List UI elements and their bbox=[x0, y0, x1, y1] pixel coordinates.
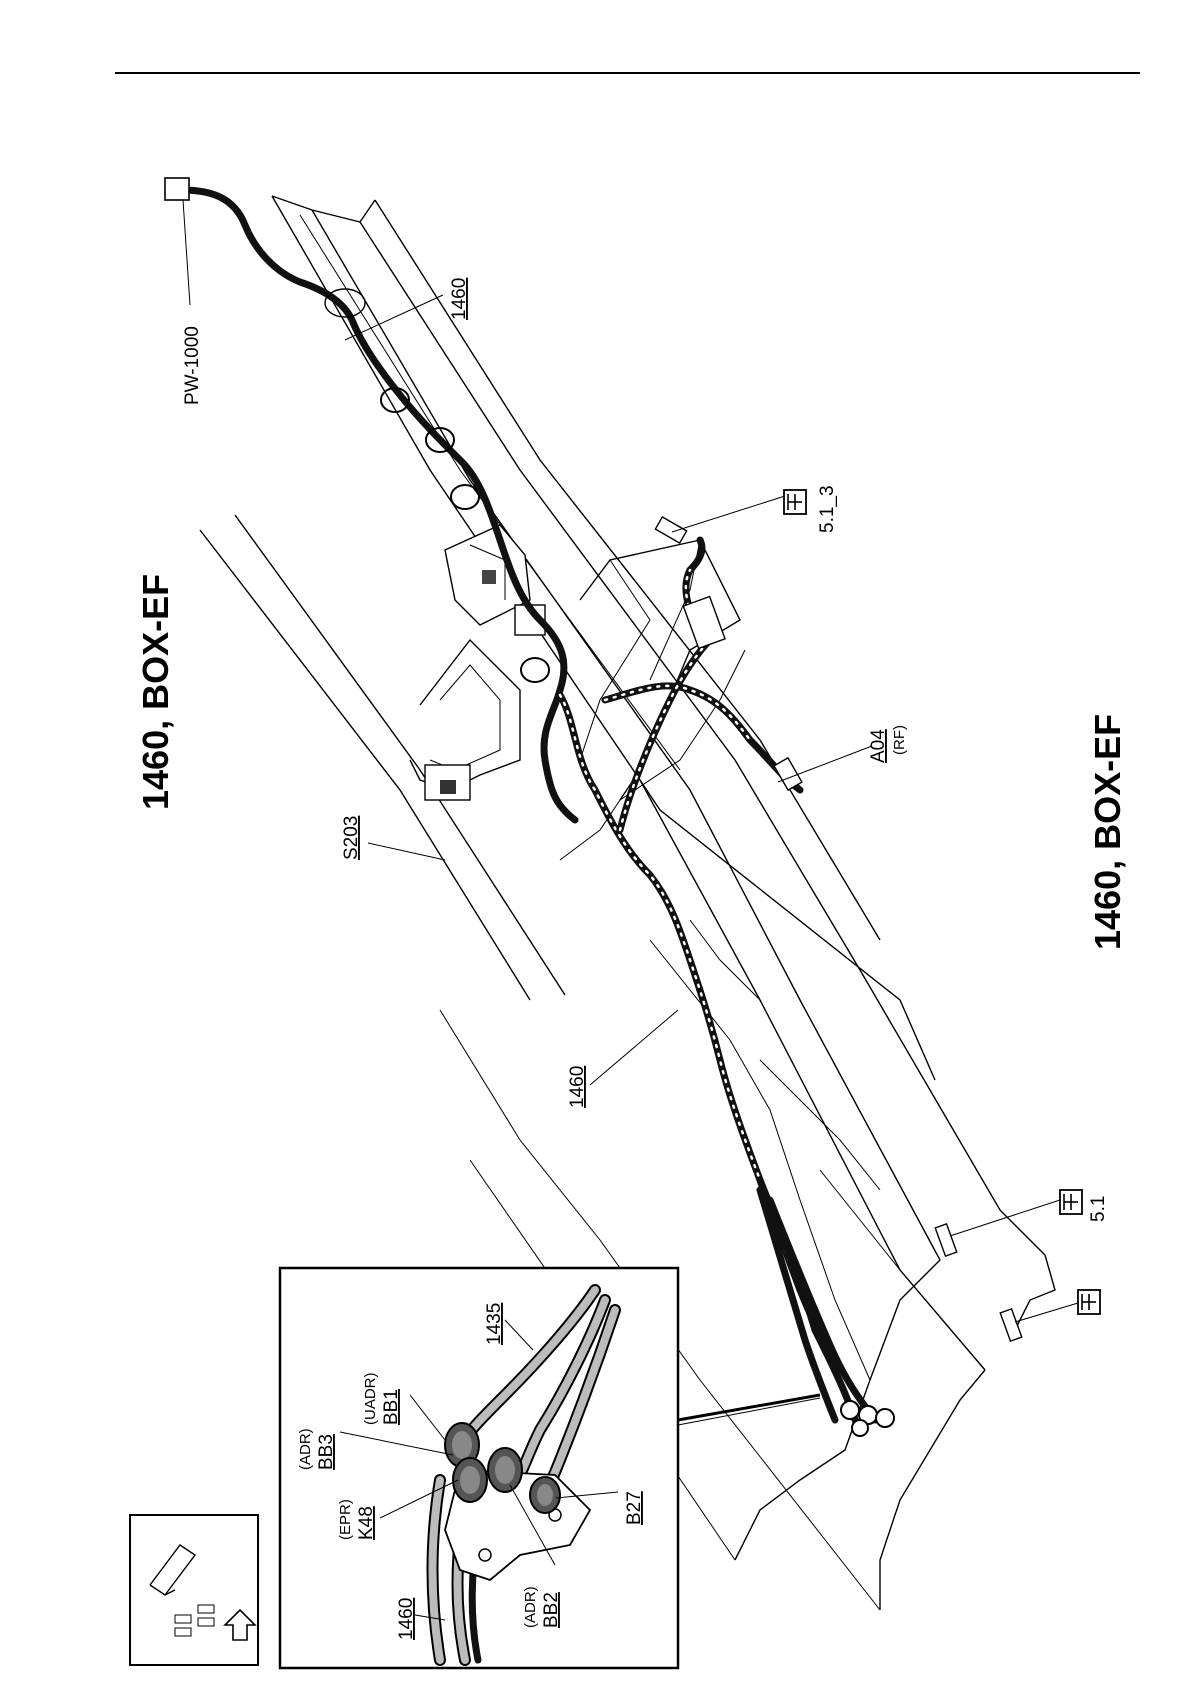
label-a04-sub: (RF) bbox=[891, 725, 908, 755]
label-bb2-sub: (ADR) bbox=[522, 1586, 539, 1628]
label-harness-mid: 1460 bbox=[567, 1066, 588, 1108]
label-harness-top: 1460 bbox=[449, 278, 470, 320]
label-1460-inset: 1460 bbox=[396, 1598, 417, 1640]
label-gnd-513: 5.1_3 bbox=[817, 485, 838, 533]
connector-cluster bbox=[841, 1401, 894, 1436]
label-gnd-51: 5.1 bbox=[1088, 1196, 1109, 1222]
label-b27: B27 bbox=[624, 1491, 645, 1525]
harness-1460-top bbox=[165, 178, 575, 820]
label-bb1-sub: (UADR) bbox=[362, 1373, 379, 1426]
pw1000-connector bbox=[165, 178, 189, 200]
ground-symbol-icon bbox=[784, 490, 806, 514]
main-labels: PW-1000 1460 1460 S203 A04 (RF) 1460, BO… bbox=[135, 200, 1128, 1108]
ground-stud-513 bbox=[655, 496, 785, 543]
label-a04: A04 bbox=[868, 729, 889, 763]
truck-orientation-icon bbox=[130, 1515, 258, 1665]
ground-symbol-icon bbox=[1060, 1190, 1082, 1214]
label-bb1: BB1 bbox=[381, 1389, 402, 1425]
s203-bracket bbox=[410, 640, 520, 800]
ground-symbol-icon bbox=[1078, 1290, 1100, 1314]
label-bb2: BB2 bbox=[541, 1592, 562, 1628]
label-bb3: BB3 bbox=[316, 1434, 337, 1470]
label-bb3-sub: (ADR) bbox=[297, 1428, 314, 1470]
ground-stud-51 bbox=[935, 1200, 1060, 1256]
label-k48-sub: (EPR) bbox=[337, 1499, 354, 1540]
title-lower: 1460, BOX-EF bbox=[1087, 714, 1128, 950]
junction-box bbox=[445, 525, 545, 635]
ground-stud-lower bbox=[1000, 1303, 1078, 1341]
title-upper: 1460, BOX-EF bbox=[135, 574, 176, 810]
label-pw1000: PW-1000 bbox=[182, 326, 203, 405]
label-1435: 1435 bbox=[484, 1303, 505, 1345]
label-s203: S203 bbox=[341, 816, 362, 860]
label-k48: K48 bbox=[356, 1506, 377, 1540]
